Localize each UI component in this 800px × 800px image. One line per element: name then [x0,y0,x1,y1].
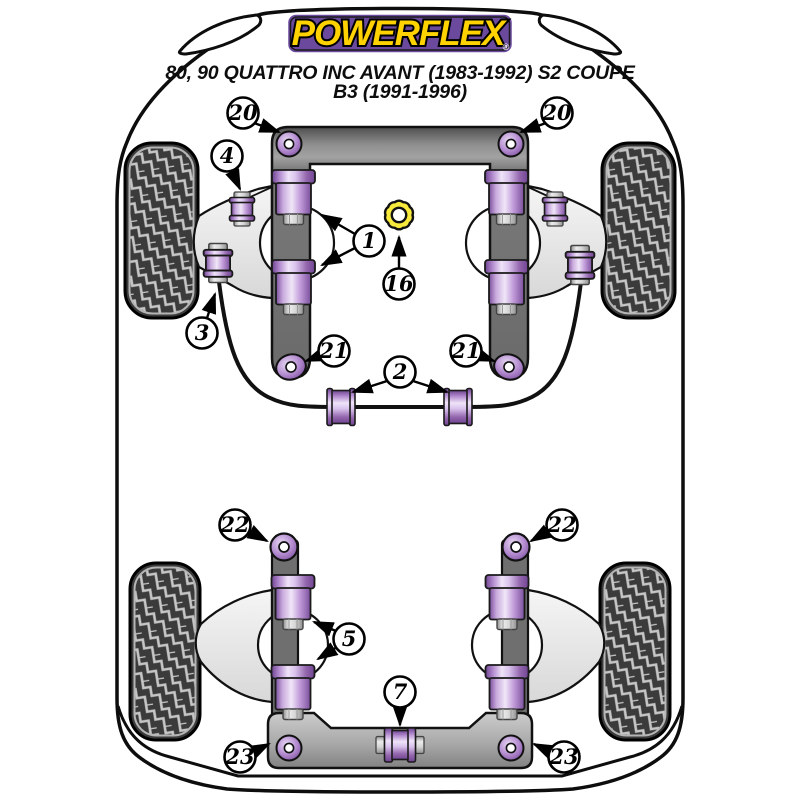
callout-7: 7 [383,675,417,728]
fitment-title-line1: 80, 90 QUATTRO INC AVANT (1983-1992) S2 … [165,62,635,84]
steering-rack-gear [383,199,415,231]
callout-2: 2 [350,355,450,394]
rear-bumper-line [116,705,684,778]
bushing-22-left [269,532,299,562]
callout-label: 20 [541,100,572,125]
callout-21-left: 21 [303,334,351,368]
bushing-4-right [541,191,569,227]
headlight-right [537,13,623,56]
callout-label: 4 [220,143,235,168]
registered-mark: ® [503,42,510,52]
callout-20-left: 20 [226,96,282,134]
callout-label: 20 [227,100,258,125]
bushing-2-left [326,387,356,427]
front-left-tire [123,141,200,320]
headlight-left [177,13,263,56]
callout-4: 4 [210,139,244,191]
bushing-3-left [202,242,234,284]
bushing-3-right [564,244,596,286]
bushing-20-right [497,130,525,158]
callout-label: 16 [384,271,414,296]
bushing-23-right [497,734,525,762]
callout-21-right: 21 [449,334,497,368]
logo-text: POWERFLEX [292,14,508,53]
bushing-21-right [493,353,525,381]
callout-label: 23 [548,744,578,769]
callout-22-left: 22 [218,508,269,543]
fitment-title-line2: B3 (1991-1996) [333,81,467,103]
callout-label: 1 [362,228,377,253]
rear-right-tire [598,561,672,742]
callout-label: 3 [195,320,210,345]
callout-23-left: 23 [223,740,271,774]
bushing-2-right [443,387,473,427]
callout-16: 16 [382,234,416,301]
callout-label: 21 [318,338,348,363]
bushing-22-right [501,532,531,562]
bushing-21-left [275,353,307,381]
callout-label: 7 [393,679,408,704]
callout-label: 22 [219,512,249,537]
callout-label: 5 [342,626,357,651]
bushing-23-left [275,734,303,762]
bushing-4-left [228,191,256,227]
callout-23-right: 23 [532,740,581,774]
callout-label: 23 [224,744,254,769]
powerflex-logo: POWERFLEX ® [285,12,515,55]
callout-label: 2 [392,359,408,384]
anti-roll-bar [217,281,583,409]
callout-1: 1 [320,213,386,267]
callout-22-right: 22 [529,508,579,543]
callout-5: 5 [312,620,366,661]
callout-20-right: 20 [518,96,574,134]
bushing-20-left [275,130,303,158]
callout-label: 22 [546,512,576,537]
rear-left-tire [128,561,202,742]
callout-label: 21 [450,338,480,363]
front-right-tire [600,141,677,320]
callout-3: 3 [185,291,219,350]
